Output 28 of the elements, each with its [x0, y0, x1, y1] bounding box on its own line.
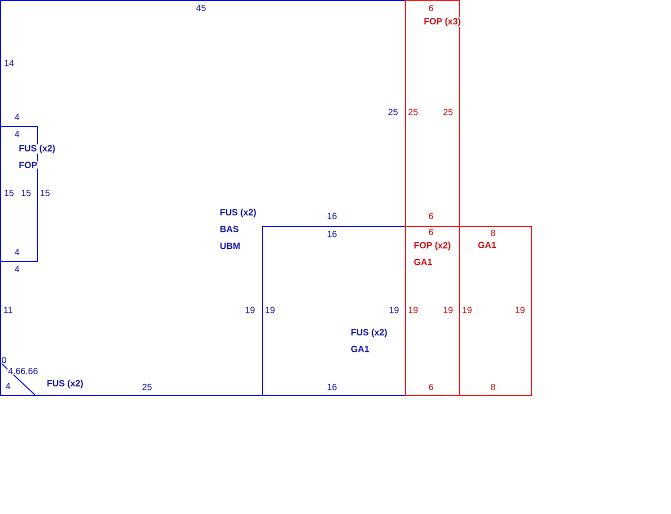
dimension-label: 8: [490, 229, 496, 237]
dimension-label: 16: [326, 230, 338, 238]
dimension-label: 0: [1, 356, 7, 364]
dimension-label: 4: [5, 382, 11, 390]
dimension-label: 15: [20, 189, 32, 197]
dimension-label: 25: [388, 108, 399, 116]
dimension-label: 4.66.66: [7, 367, 39, 375]
dimension-label: 16: [326, 383, 338, 391]
dimension-label: 19: [264, 306, 276, 314]
dimension-label: 19: [514, 306, 526, 314]
dimension-label: 4: [14, 130, 20, 138]
dimension-label: 19: [388, 306, 400, 314]
dimension-label: 4: [14, 248, 20, 256]
dimension-label: 25: [408, 108, 418, 116]
dimension-label: 8: [490, 383, 496, 391]
dimension-label: 6: [428, 228, 434, 236]
dimension-label: 19: [462, 306, 473, 314]
dimension-label: 45: [196, 4, 206, 12]
dimension-label: 6: [428, 383, 434, 391]
dimension-label: 6: [428, 212, 434, 220]
dimension-label: 25: [442, 108, 454, 116]
dimension-label: 19: [442, 306, 454, 314]
dimension-label: 14: [4, 59, 14, 67]
dimension-label: 15: [4, 189, 14, 197]
dimension-label: 11: [2, 306, 14, 314]
dimension-label: 6: [428, 4, 434, 12]
dimension-label: 25: [142, 383, 152, 391]
dimension-label: 19: [408, 306, 418, 314]
